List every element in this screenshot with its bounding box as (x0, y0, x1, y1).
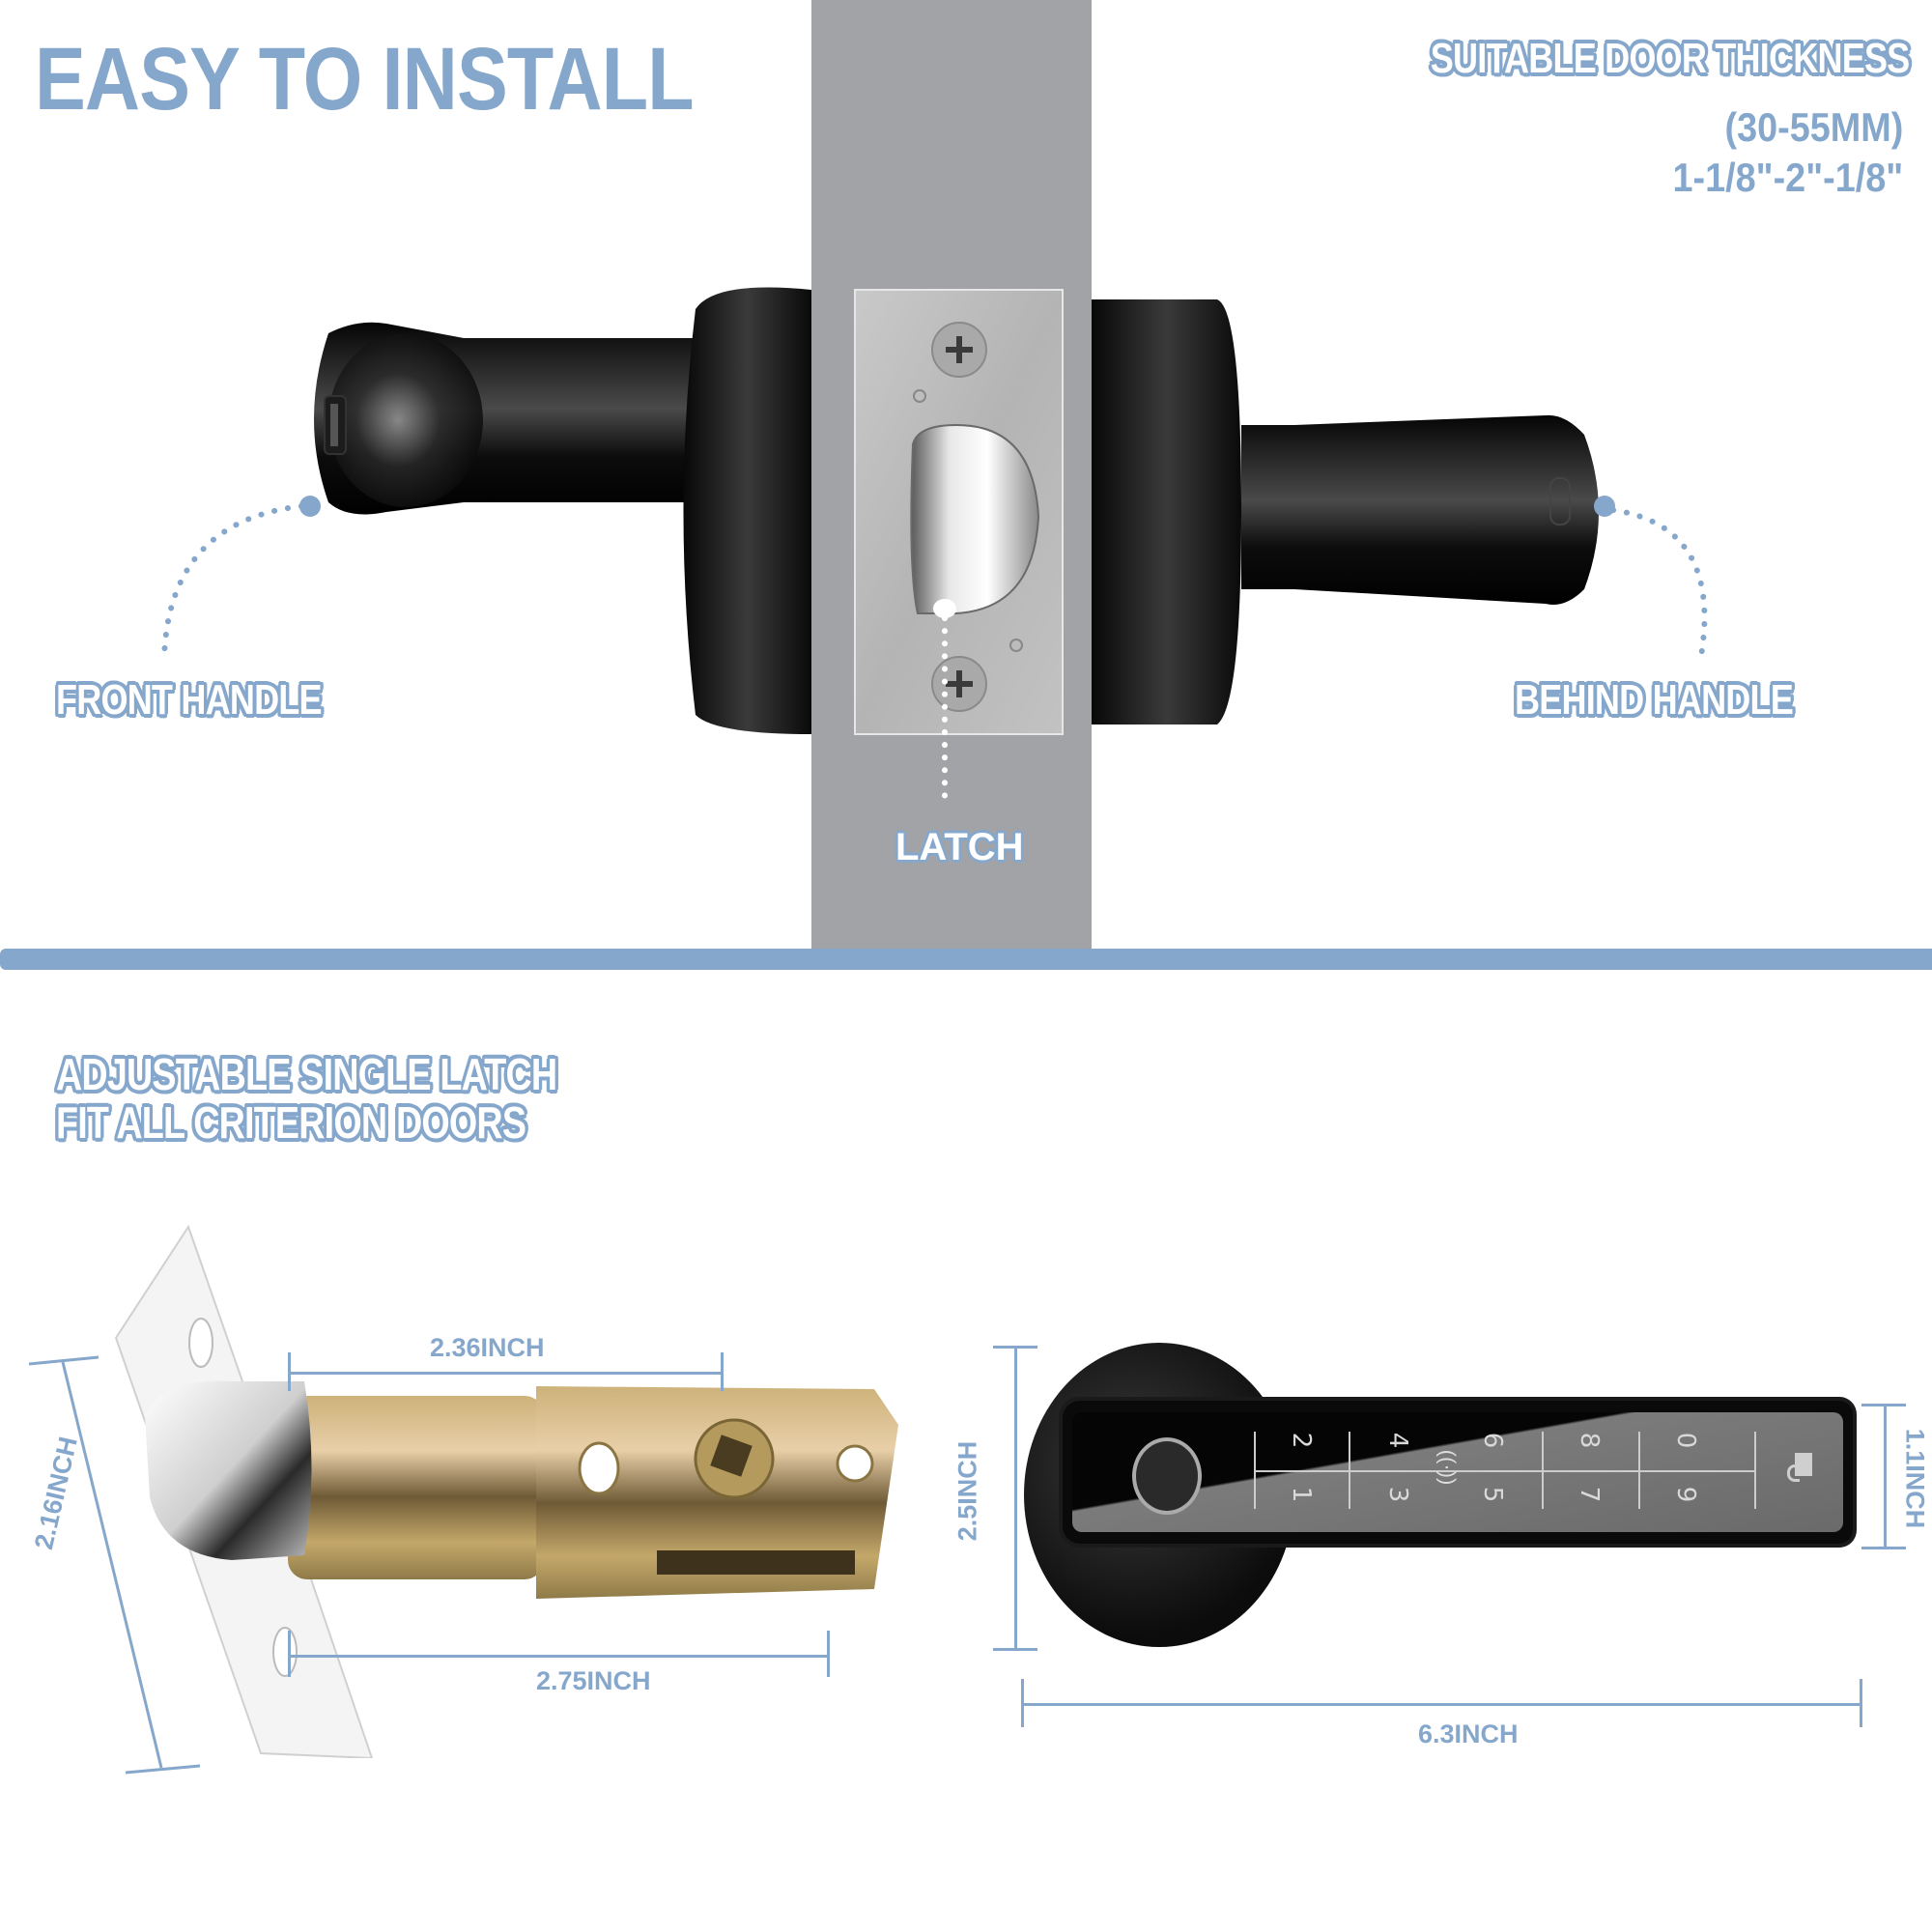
dim-line-faceplate-height (28, 1355, 201, 1775)
fingerprint-sensor-icon[interactable] (1132, 1437, 1202, 1515)
callout-behind-handle: BEHIND HANDLE (1515, 676, 1794, 724)
dim-label-backset-long: 2.75INCH (536, 1666, 651, 1695)
dim-line-backset-short (288, 1372, 723, 1375)
unlock-icon[interactable] (1787, 1451, 1812, 1482)
key-5[interactable]: 5 (1478, 1486, 1507, 1503)
door-thickness-inches: 1-1/8"-2"-1/8" (1672, 155, 1903, 200)
door-thickness-title: SUITABLE DOOR THICKNESS (1430, 35, 1909, 82)
keypad-grid (1349, 1432, 1350, 1509)
keypad-glass: 2 4 6 8 0 1 3 5 7 9 ((·)) (1072, 1412, 1843, 1532)
keypad-grid (1254, 1470, 1756, 1472)
key-9[interactable]: 9 (1671, 1486, 1700, 1503)
latch-section-title-line2: FIT ALL CRITERION DOORS (56, 1097, 526, 1148)
keypad-lever: 2 4 6 8 0 1 3 5 7 9 ((·)) (1063, 1401, 1853, 1544)
latch-section-title-line1: ADJUSTABLE SINGLE LATCH (56, 1049, 557, 1099)
dim-tick (1021, 1679, 1024, 1727)
key-2[interactable]: 2 (1287, 1432, 1316, 1449)
key-3[interactable]: 3 (1383, 1486, 1412, 1503)
callout-latch: LATCH (895, 826, 1024, 868)
dim-line-lever-height (1884, 1404, 1887, 1548)
key-6[interactable]: 6 (1478, 1432, 1507, 1449)
dim-tick (1861, 1547, 1906, 1549)
callout-leaders (161, 496, 1708, 810)
dim-tick (1860, 1679, 1862, 1727)
page-title: EASY TO INSTALL (35, 30, 695, 128)
lock-assembly-illustration (314, 287, 1599, 735)
dim-label-rose-diameter: 2.5INCH (952, 1440, 982, 1542)
keypad-grid (1542, 1432, 1544, 1509)
keypad-grid (1754, 1432, 1756, 1509)
key-1[interactable]: 1 (1287, 1486, 1316, 1503)
key-0[interactable]: 0 (1671, 1432, 1700, 1449)
keypad-grid (1638, 1432, 1640, 1509)
dim-tick (827, 1631, 830, 1677)
dim-line-backset-long (288, 1655, 829, 1658)
dim-tick (1861, 1404, 1906, 1406)
nfc-icon[interactable]: ((·)) (1435, 1449, 1461, 1486)
dim-label-backset-short: 2.36INCH (430, 1333, 545, 1362)
section-divider (0, 949, 1932, 970)
dim-label-lever-height: 1.1INCH (1900, 1428, 1930, 1529)
callout-front-handle: FRONT HANDLE (56, 676, 323, 724)
dim-line-total-length (1021, 1703, 1861, 1706)
key-8[interactable]: 8 (1575, 1432, 1604, 1449)
dim-tick (721, 1352, 724, 1391)
dim-tick (993, 1346, 1037, 1349)
dim-tick (288, 1631, 291, 1677)
keypad-grid (1254, 1432, 1256, 1509)
adjustable-latch-illustration (114, 1224, 898, 1758)
key-7[interactable]: 7 (1575, 1486, 1604, 1503)
key-4[interactable]: 4 (1383, 1432, 1412, 1449)
dim-line-rose-diameter (1014, 1346, 1017, 1650)
dim-label-total-length: 6.3INCH (1418, 1719, 1519, 1748)
dim-tick (993, 1648, 1037, 1651)
door-thickness-mm: (30-55MM) (1724, 104, 1903, 150)
dim-tick (288, 1352, 291, 1391)
